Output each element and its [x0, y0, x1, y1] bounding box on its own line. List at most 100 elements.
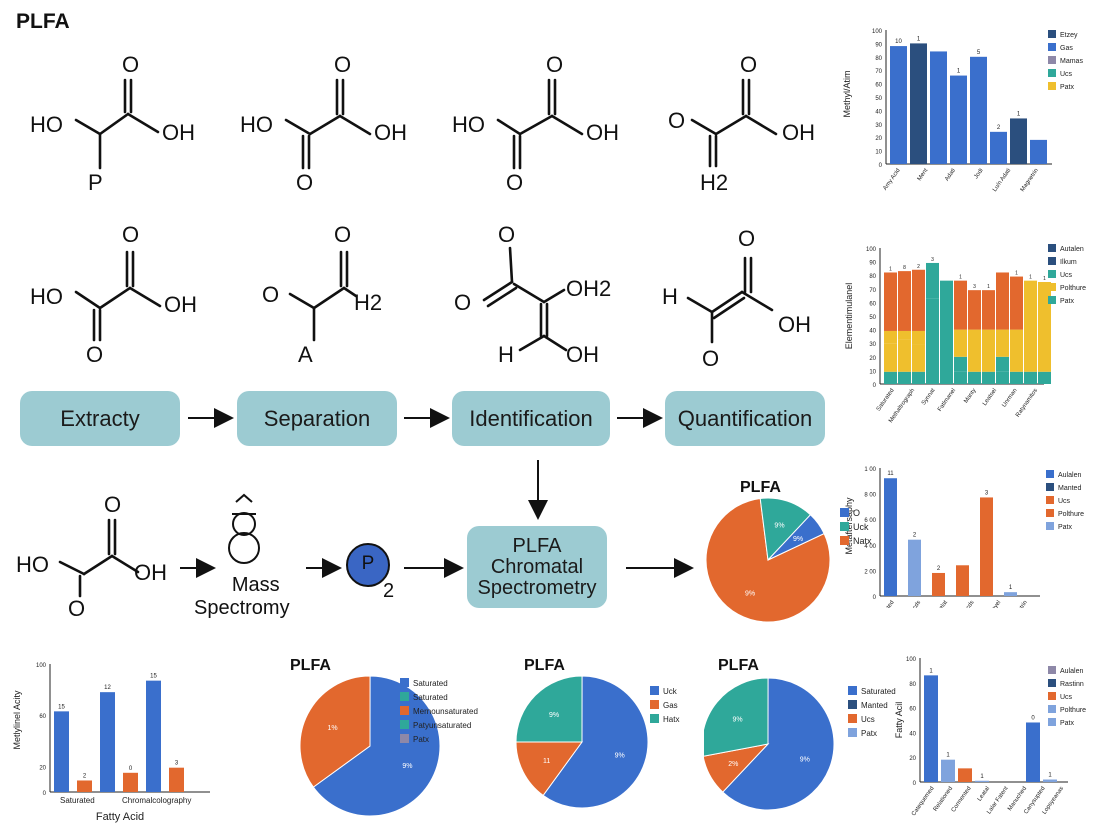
atom-label: H2: [354, 290, 383, 315]
stacked-bar-segment: [884, 371, 897, 384]
stacked-bar-segment: [912, 344, 925, 372]
atom-label: OH: [782, 120, 815, 145]
x-tick-label: Leatsel: [982, 388, 998, 407]
stacked-bar-segment: [898, 330, 911, 340]
legend-label: Saturated: [413, 693, 448, 702]
pie-title: PLFA: [718, 657, 759, 674]
legend-label: Patx: [413, 735, 429, 744]
y-tick-label: 40: [869, 329, 876, 335]
stacked-bar-segment: [1024, 280, 1037, 372]
bar-value-label: 3: [931, 257, 934, 263]
molecule-4: [690, 78, 778, 168]
atom-label: O: [702, 346, 720, 371]
atom-label: O: [104, 492, 122, 517]
stacked-bar-segment: [912, 269, 925, 331]
legend-swatch: [650, 686, 659, 695]
x-tick-label: Cormented: [951, 786, 973, 814]
bar-value-label: 10: [895, 39, 902, 45]
legend-swatch: [400, 678, 409, 687]
y-tick-label: 80: [869, 274, 876, 280]
y-tick-label: 0: [873, 595, 877, 601]
stacked-bar-segment: [968, 371, 981, 384]
legend-label: Uck: [663, 687, 678, 696]
y-axis-label: Methyl/Atim: [842, 70, 852, 117]
legend-label: Natx: [853, 536, 872, 546]
molecule-1: [74, 78, 160, 170]
legend-swatch: [1048, 666, 1056, 674]
molecule-3: [496, 78, 584, 170]
legend-label: Ucs: [1060, 272, 1073, 279]
mass-label-line: Spectromy: [194, 597, 290, 619]
step-quantification: Quantification: [665, 391, 825, 446]
y-tick-label: 60: [869, 301, 876, 307]
step-extract: Extracty: [20, 391, 180, 446]
legend-label: Saturated: [861, 687, 896, 696]
legend-swatch: [848, 700, 857, 709]
y-tick-label: 80: [875, 56, 882, 62]
atom-label: H: [662, 284, 678, 309]
bar: [990, 131, 1007, 164]
stacked-bar-segment: [1024, 371, 1037, 384]
stacked-bar-segment: [926, 262, 939, 299]
legend-label: Polthure: [1060, 285, 1086, 292]
stacked-bar-segment: [1038, 371, 1051, 384]
chart-5: 02040608010011101CatequemedRelationedCor…: [894, 657, 1086, 817]
bar-value-label: 2: [917, 264, 920, 270]
legend-label: Mamas: [1060, 58, 1083, 65]
bar-value-label: 3: [973, 284, 976, 290]
legend-label: Aulalen: [1060, 668, 1083, 675]
bar: [930, 51, 947, 164]
legend-swatch: [1048, 30, 1056, 38]
legend-swatch: [1046, 470, 1054, 478]
atom-label: O: [334, 222, 352, 247]
y-tick-label: 30: [875, 123, 882, 129]
y-tick-label: 90: [875, 42, 882, 48]
bar: [932, 572, 945, 596]
x-tick-label: Ratynamitos: [1015, 388, 1039, 419]
bar: [980, 497, 993, 596]
pie-slice: [704, 677, 769, 757]
x-tick-label: Synnat: [921, 387, 937, 406]
pie-slice-label: 2%: [728, 761, 738, 768]
legend-label: Ucs: [1060, 71, 1073, 78]
atom-label: OH: [374, 120, 407, 145]
legend-swatch: [400, 706, 409, 715]
x-tick-label: Magnetrin: [1020, 168, 1040, 193]
bar-value-label: 5: [977, 50, 981, 56]
bar: [956, 565, 969, 596]
bar: [1004, 592, 1017, 596]
stacked-bar-segment: [982, 290, 995, 330]
y-tick-label: 10: [869, 369, 876, 375]
y-tick-label: 8 00: [864, 493, 876, 499]
y-tick-label: 0: [43, 791, 47, 797]
stacked-bar-segment: [884, 330, 897, 344]
y-tick-label: 20: [869, 356, 876, 362]
page-title: PLFA: [16, 10, 70, 33]
bar-value-label: 1: [987, 284, 990, 290]
atom-label: HO: [240, 112, 273, 137]
y-tick-label: 100: [866, 247, 877, 253]
atom-label: HO: [30, 284, 63, 309]
legend-label: Ucs: [1058, 498, 1071, 505]
y-tick-label: 40: [909, 731, 916, 737]
legend-label: Uck: [853, 522, 869, 532]
molecule-2: [284, 78, 372, 170]
x-tick-label: Jodi: [973, 168, 984, 180]
mass-spec-icon: [228, 493, 260, 564]
atom-label: O: [738, 226, 756, 251]
atom-label: OH: [134, 560, 167, 585]
bar-value-label: 1: [1009, 585, 1013, 591]
legend-swatch: [848, 686, 857, 695]
atom-label: OH: [778, 312, 811, 337]
bar-value-label: 1: [917, 36, 921, 42]
y-tick-label: 2 00: [864, 569, 876, 575]
stacked-bar-segment: [968, 329, 981, 372]
stacked-bar-segment: [1010, 276, 1023, 330]
stacked-bar-segment: [996, 371, 1009, 384]
legend-label: Mernounsaturated: [413, 707, 478, 716]
y-tick-label: 6 00: [864, 518, 876, 524]
stacked-bar-segment: [926, 298, 939, 384]
y-tick-label: 0: [913, 781, 917, 787]
atom-label: H2: [700, 170, 729, 195]
